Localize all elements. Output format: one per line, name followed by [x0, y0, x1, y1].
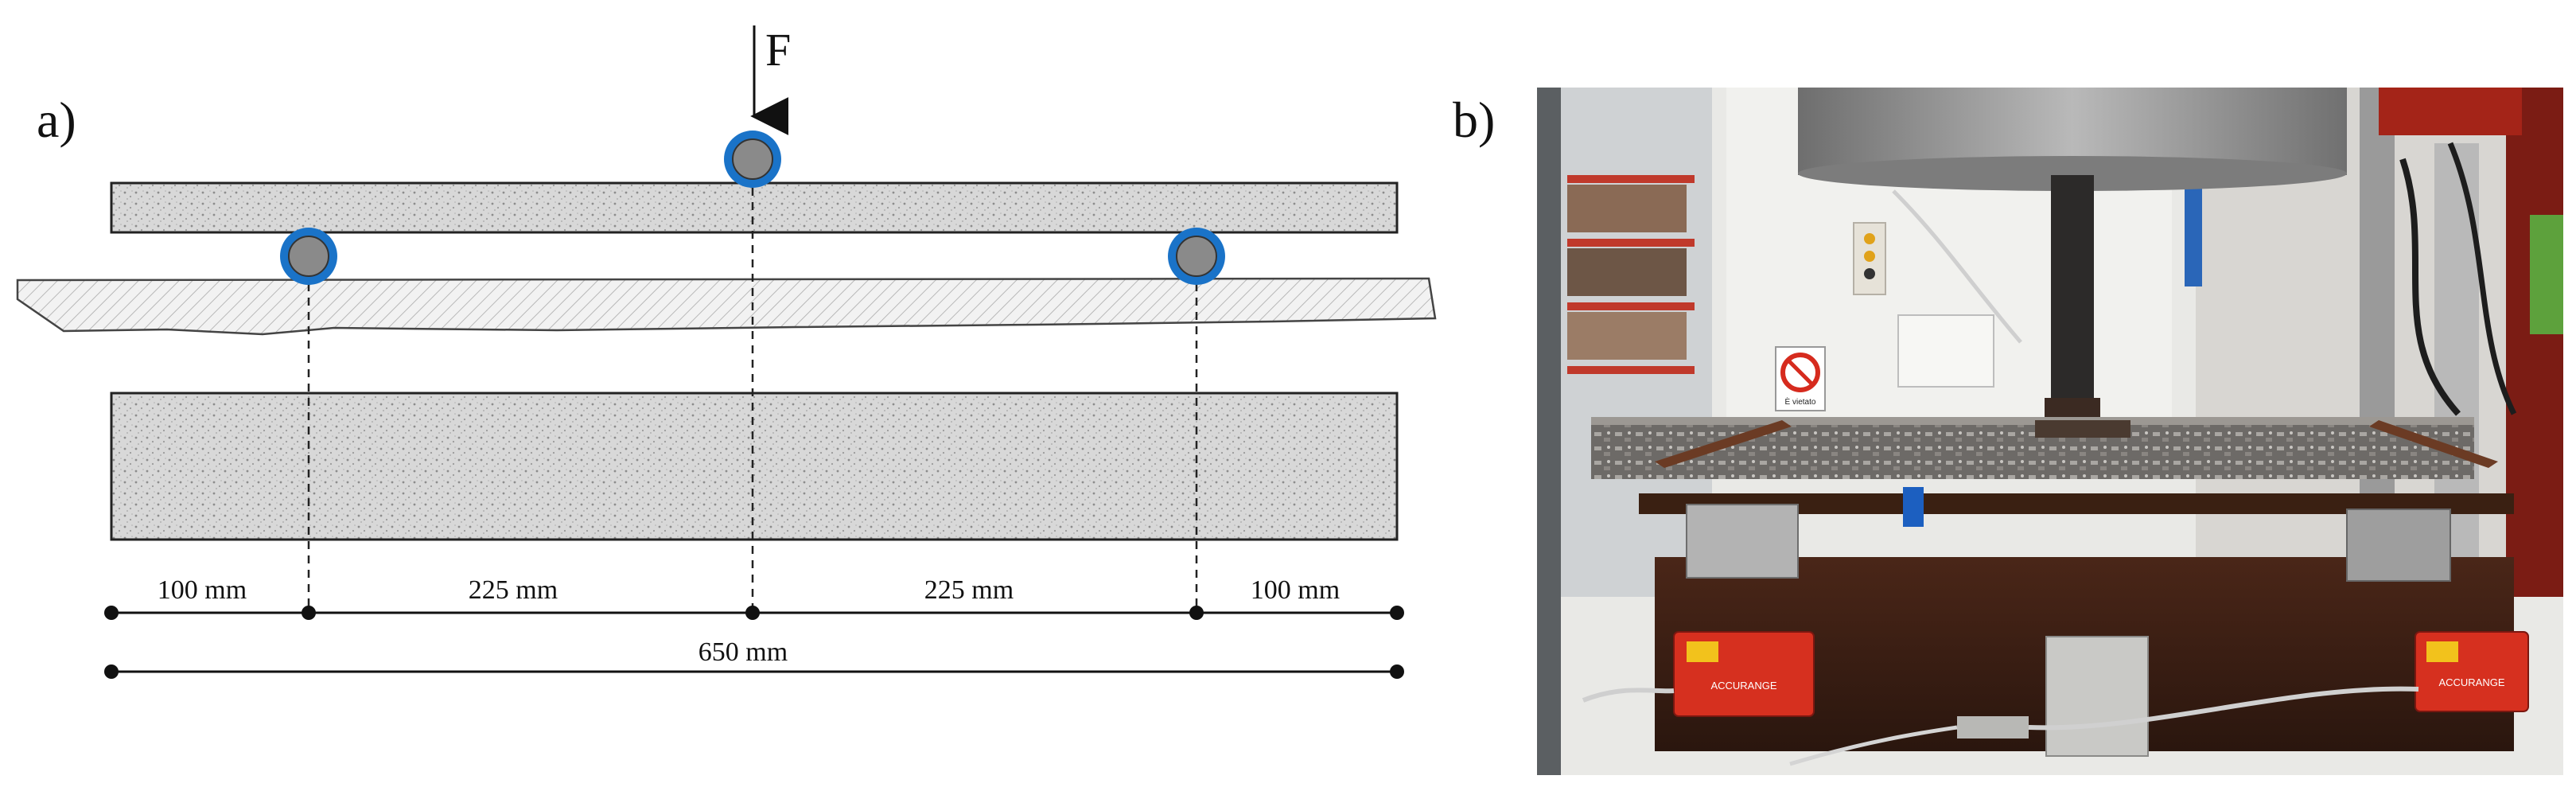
- dimension-label-1: 100 mm: [158, 575, 247, 605]
- photo-center-block: [1582, 636, 2419, 766]
- panel-a-label: a): [37, 92, 76, 148]
- photo-electrical-panel: [1897, 314, 1994, 388]
- roller-left: [280, 228, 337, 285]
- photo-frame: È vietato: [1537, 88, 2563, 775]
- force-label: F: [765, 24, 791, 76]
- dimension-segments: 100 mm 225 mm 225 mm 100 mm: [104, 575, 1404, 620]
- photo-press-head: [1798, 88, 2347, 430]
- roller-right: [1168, 228, 1225, 285]
- dimension-label-3: 225 mm: [924, 575, 1014, 605]
- steel-rail: [16, 277, 1437, 336]
- photo-sensor-right-label: ACCURANGE: [2438, 676, 2504, 688]
- photo-warning-sign: È vietato: [1775, 346, 1826, 411]
- panel-b-photo: b): [1453, 88, 2563, 775]
- dimension-label-4: 100 mm: [1251, 575, 1340, 605]
- dimension-total: 650 mm: [104, 637, 1404, 679]
- top-concrete-slab: [110, 181, 1399, 234]
- dashed-guides: [307, 159, 1198, 613]
- photo-specimen: [1591, 417, 2498, 479]
- photo-sensor-left: ACCURANGE: [1673, 631, 1815, 717]
- photo-sign-text: È vietato: [1785, 396, 1816, 407]
- photo-sensor-left-label: ACCURANGE: [1710, 680, 1776, 692]
- panel-a-diagram: a) F: [16, 24, 1437, 679]
- dimension-label-total: 650 mm: [698, 637, 788, 667]
- photo-sensor-right: ACCURANGE: [2415, 631, 2529, 712]
- panel-b-label: b): [1453, 92, 1495, 148]
- roller-center: [724, 131, 781, 188]
- bottom-concrete-slab: [110, 392, 1399, 541]
- photo-shelving: [1537, 88, 1712, 775]
- dimension-label-2: 225 mm: [469, 575, 558, 605]
